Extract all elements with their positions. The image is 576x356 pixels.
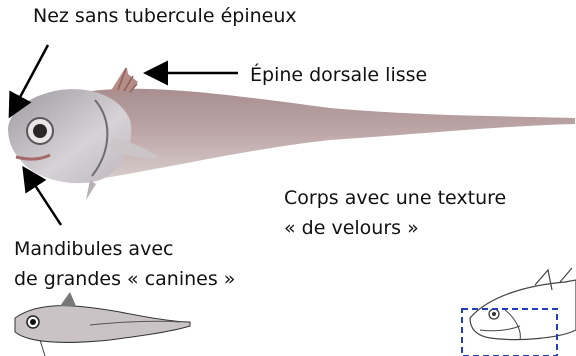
fish-body: [70, 89, 575, 180]
label-mandibles-line2: de grandes « canines »: [14, 266, 235, 292]
label-dorsal-spine: Épine dorsale lisse: [250, 62, 427, 88]
small-fish-right: [462, 268, 576, 356]
pelvic-fin: [86, 180, 96, 200]
label-body-texture-line2: « de velours »: [284, 215, 419, 241]
fish-head: [8, 89, 131, 183]
label-nose: Nez sans tubercule épineux: [33, 3, 297, 29]
label-body-texture-line1: Corps avec une texture: [284, 185, 506, 211]
label-mandibles-line1: Mandibules avec: [14, 236, 173, 262]
small-fish-left: [15, 292, 190, 356]
